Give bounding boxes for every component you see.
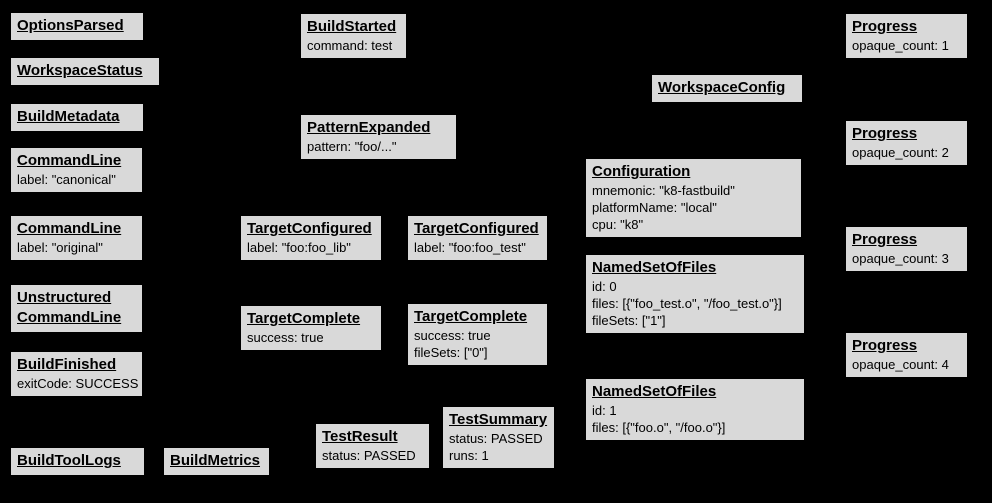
node-test-summary: TestSummary status: PASSED runs: 1 [442,406,555,469]
node-detail: label: "canonical" [17,172,116,187]
node-title: TestSummary [449,411,548,428]
node-named-set-of-files-0: NamedSetOfFiles id: 0 files: [{"foo_test… [585,254,805,334]
node-detail: pattern: "foo/..." [307,139,397,154]
node-detail: opaque_count: 2 [852,145,949,160]
node-title: Progress [852,231,918,248]
node-title: CommandLine [17,220,122,237]
node-detail: opaque_count: 1 [852,38,949,53]
node-detail: label: "foo:foo_lib" [247,240,351,255]
node-detail: opaque_count: 3 [852,251,949,266]
node-title: TargetConfigured [247,220,372,237]
node-target-configured-foo-lib: TargetConfigured label: "foo:foo_lib" [240,215,382,261]
node-configuration: Configuration mnemonic: "k8-fastbuild" p… [585,158,802,238]
node-unstructured-command-line: Unstructured CommandLine [10,284,143,333]
node-title: BuildMetrics [170,452,261,469]
node-test-result: TestResult status: PASSED [315,423,430,469]
node-named-set-of-files-1: NamedSetOfFiles id: 1 files: [{"foo.o", … [585,378,805,441]
node-build-tool-logs: BuildToolLogs [10,447,145,476]
node-title: WorkspaceConfig [658,79,786,96]
node-title: NamedSetOfFiles [592,259,717,276]
node-detail: id: 1 [592,403,617,418]
node-title: BuildToolLogs [17,452,121,469]
node-build-metrics: BuildMetrics [163,447,270,476]
node-title: TargetComplete [414,308,528,325]
node-title: Progress [852,337,918,354]
node-detail: status: PASSED [449,431,543,446]
node-detail: mnemonic: "k8-fastbuild" [592,183,735,198]
node-title: TestResult [322,428,398,445]
node-title: BuildMetadata [17,108,120,125]
node-detail: cpu: "k8" [592,217,644,232]
node-build-metadata: BuildMetadata [10,103,144,132]
node-title: OptionsParsed [17,17,124,34]
node-detail: fileSets: ["0"] [414,345,488,360]
node-title: TargetComplete [247,310,361,327]
node-title: Configuration [592,163,691,180]
node-detail: platformName: "local" [592,200,717,215]
node-detail: success: true [414,328,491,343]
node-detail: exitCode: SUCCESS [17,376,139,391]
node-detail: opaque_count: 4 [852,357,949,372]
node-detail: id: 0 [592,279,617,294]
node-title: CommandLine [17,152,122,169]
node-title: BuildFinished [17,356,117,373]
node-build-started: BuildStarted command: test [300,13,407,59]
node-title: TargetConfigured [414,220,539,237]
node-target-complete-foo-lib: TargetComplete success: true [240,305,382,351]
node-target-configured-foo-test: TargetConfigured label: "foo:foo_test" [407,215,548,261]
node-detail: fileSets: ["1"] [592,313,666,328]
node-detail: runs: 1 [449,448,489,463]
node-detail: command: test [307,38,393,53]
node-detail: files: [{"foo_test.o", "/foo_test.o"}] [592,296,782,311]
node-progress-4: Progress opaque_count: 4 [845,332,968,378]
node-build-finished: BuildFinished exitCode: SUCCESS [10,351,143,397]
node-detail: status: PASSED [322,448,416,463]
node-progress-1: Progress opaque_count: 1 [845,13,968,59]
node-detail: success: true [247,330,324,345]
node-command-line-canonical: CommandLine label: "canonical" [10,147,143,193]
node-title: BuildStarted [307,18,397,35]
node-title: WorkspaceStatus [17,62,143,79]
node-progress-3: Progress opaque_count: 3 [845,226,968,272]
node-detail: files: [{"foo.o", "/foo.o"}] [592,420,726,435]
node-title: Unstructured CommandLine [17,289,122,326]
node-options-parsed: OptionsParsed [10,12,144,41]
node-command-line-original: CommandLine label: "original" [10,215,143,261]
node-detail: label: "foo:foo_test" [414,240,526,255]
node-title: Progress [852,18,918,35]
node-title: NamedSetOfFiles [592,383,717,400]
node-target-complete-foo-test: TargetComplete success: true fileSets: [… [407,303,548,366]
node-title: Progress [852,125,918,142]
node-progress-2: Progress opaque_count: 2 [845,120,968,166]
node-workspace-config: WorkspaceConfig [651,74,803,103]
node-pattern-expanded: PatternExpanded pattern: "foo/..." [300,114,457,160]
node-detail: label: "original" [17,240,103,255]
node-workspace-status: WorkspaceStatus [10,57,160,86]
node-title: PatternExpanded [307,119,431,136]
